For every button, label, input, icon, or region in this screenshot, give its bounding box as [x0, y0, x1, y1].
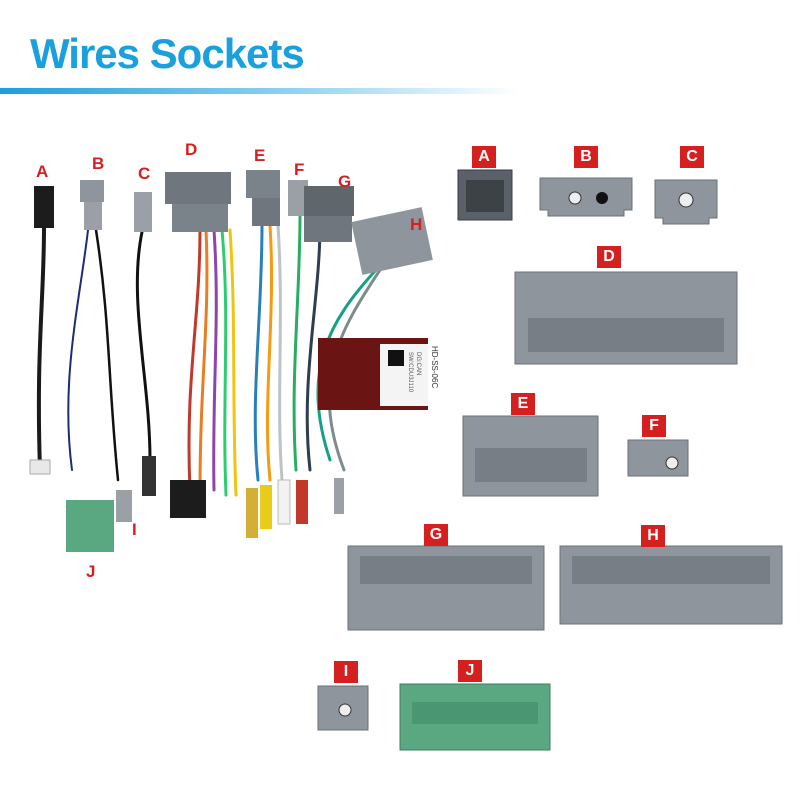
connector-tag-j: J — [458, 660, 482, 682]
harness-label-a: A — [36, 162, 49, 181]
connector-tag-d: D — [597, 246, 621, 268]
connector-tag-e: E — [511, 393, 535, 415]
harness-label-b: B — [92, 154, 105, 173]
connector-tag-a: A — [472, 146, 496, 168]
harness-label-c: C — [138, 164, 151, 183]
title-underline — [0, 88, 520, 94]
harness-label-g: G — [338, 172, 352, 191]
connector-tag-i: I — [334, 661, 358, 683]
page-title: Wires Sockets — [30, 30, 305, 77]
connector-tag-c: C — [680, 146, 704, 168]
harness-label-h: H — [410, 215, 423, 234]
harness-label-e: E — [254, 146, 266, 165]
harness-label-j: J — [86, 562, 96, 581]
module-text: HD-SS-06C — [430, 346, 448, 406]
connector-tag-b: B — [574, 146, 598, 168]
connector-tag-h: H — [641, 525, 665, 547]
harness-label-f: F — [294, 160, 305, 179]
module-line-3: DG:CAN — [415, 352, 421, 376]
module-line-2: SW:CDU3J110 — [407, 352, 413, 393]
module-line-1: HD-SS-06C — [430, 346, 439, 389]
harness-label-d: D — [185, 140, 198, 159]
harness-label-i: I — [132, 520, 137, 539]
connector-tag-f: F — [642, 415, 666, 437]
connector-tag-g: G — [424, 524, 448, 546]
